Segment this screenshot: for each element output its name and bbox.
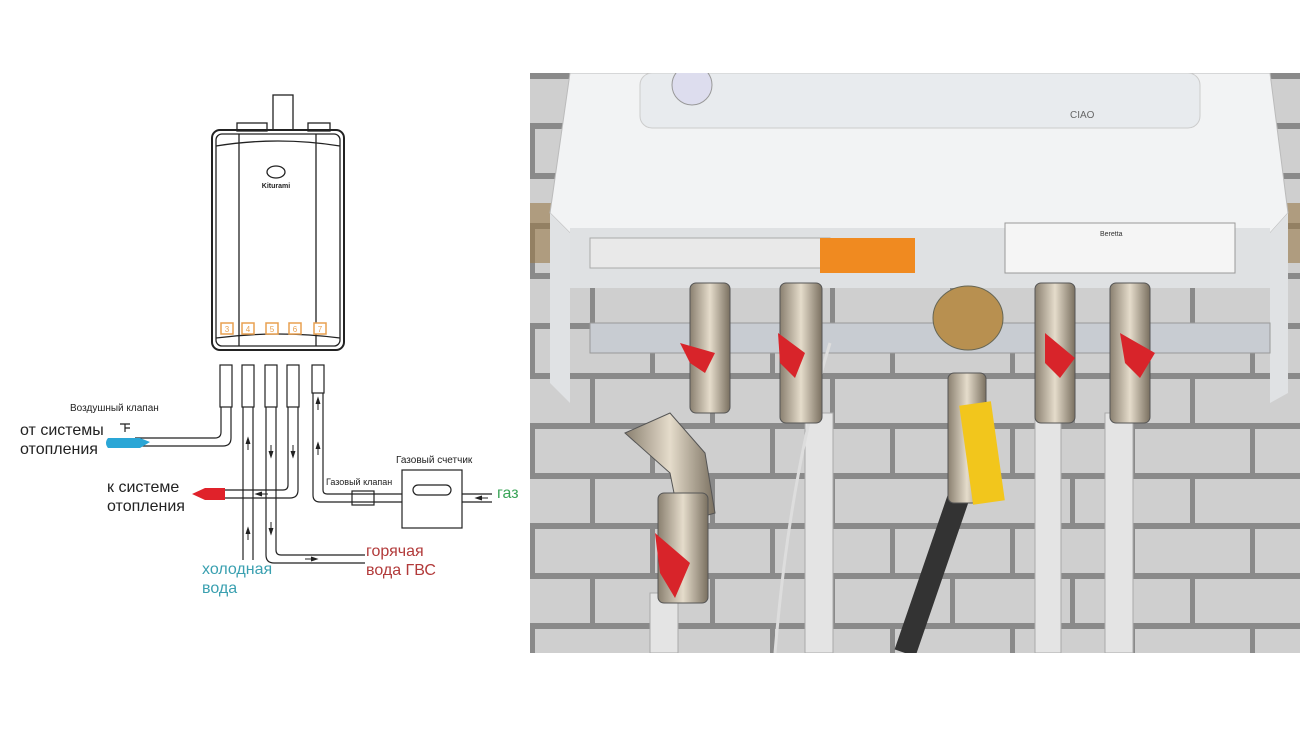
hot-water-label-1: горячая (366, 543, 424, 560)
port-number: 7 (318, 325, 323, 334)
cold-water-label-1: холодная (202, 561, 273, 578)
gas-meter-label: Газовый счетчик (396, 455, 473, 466)
air-valve-label: Воздушный клапан (70, 403, 159, 414)
flue-pipe (272, 94, 294, 131)
hot-water-label-2: вода ГВС (366, 562, 436, 579)
photo-drawing: CIAO Beretta (530, 64, 1300, 657)
port-badge (220, 322, 234, 335)
from-heating-label-2: отопления (20, 441, 98, 458)
gas-valve-nut (932, 285, 1004, 351)
to-heating-label-1: к системе (107, 479, 180, 496)
model-text: CIAO (1070, 110, 1095, 121)
port-badge (313, 322, 327, 335)
gas-valve-label: Газовый клапан (326, 477, 393, 487)
rating-plate (1004, 222, 1236, 274)
cold-water-label-2: вода (202, 580, 238, 597)
cold-arrow (106, 438, 150, 448)
svg-text:Kiturami: Kiturami (262, 183, 290, 190)
gas-meter (401, 469, 463, 529)
port-number: 6 (293, 325, 298, 334)
port-number: 5 (270, 325, 275, 334)
to-heating-label-2: отопления (107, 498, 185, 515)
from-heating-label-1: от системы (20, 422, 104, 439)
hot-arrow (192, 488, 225, 500)
port-badge (265, 322, 279, 335)
brand-logo (266, 165, 286, 179)
port-badge (241, 322, 255, 335)
port-number: 4 (246, 325, 251, 334)
port-number: 3 (225, 325, 230, 334)
port-badge (288, 322, 302, 335)
red-valve-handles (655, 333, 1155, 598)
diagram-drawing: Kiturami 3 4 5 6 7 (106, 94, 492, 564)
control-panel (639, 72, 1201, 129)
boiler-photo: CIAO Beretta (530, 64, 1300, 657)
yellow-gas-valve-handle (959, 401, 1005, 505)
orange-label (820, 238, 915, 273)
brand-text: Beretta (1100, 231, 1123, 238)
gas-label: газ (497, 485, 519, 502)
boiler-body (211, 129, 345, 351)
boiler-connection-diagram: Kiturami 3 4 5 6 7 (0, 0, 530, 728)
gas-hose (894, 489, 971, 657)
